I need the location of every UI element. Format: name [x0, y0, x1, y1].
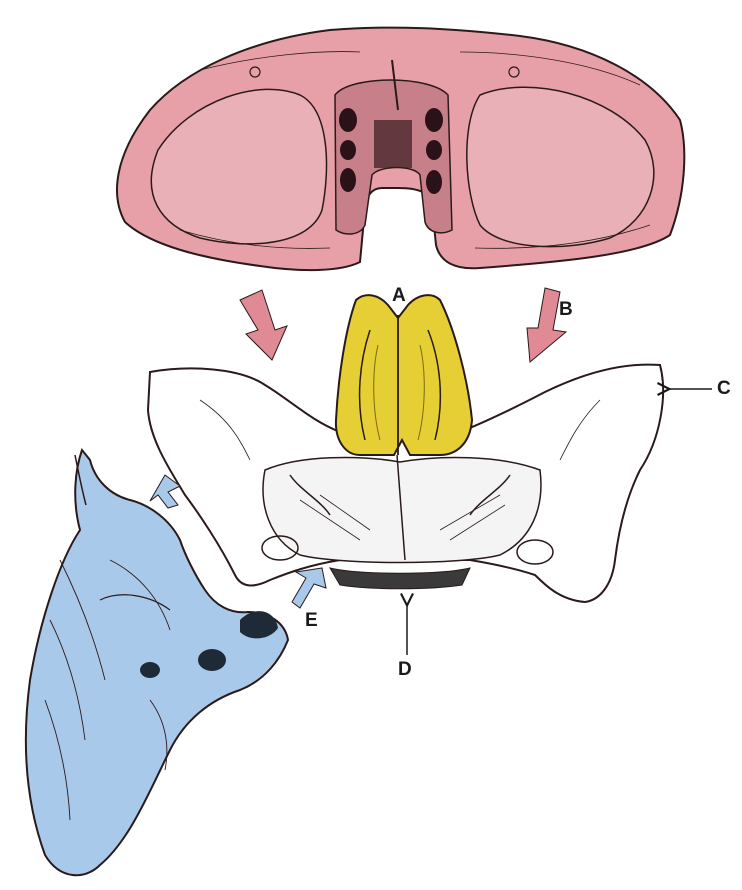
label-c: C [717, 379, 731, 398]
frontal-articulation-arrow-left [240, 290, 287, 360]
label-b: B [559, 300, 573, 319]
ethmoid-bone [336, 295, 472, 455]
occipital-articulation-arrow-lower [292, 568, 326, 608]
label-d: D [398, 660, 412, 679]
frontal-bone [117, 28, 684, 271]
label-a: A [392, 286, 406, 305]
label-e: E [305, 611, 318, 630]
